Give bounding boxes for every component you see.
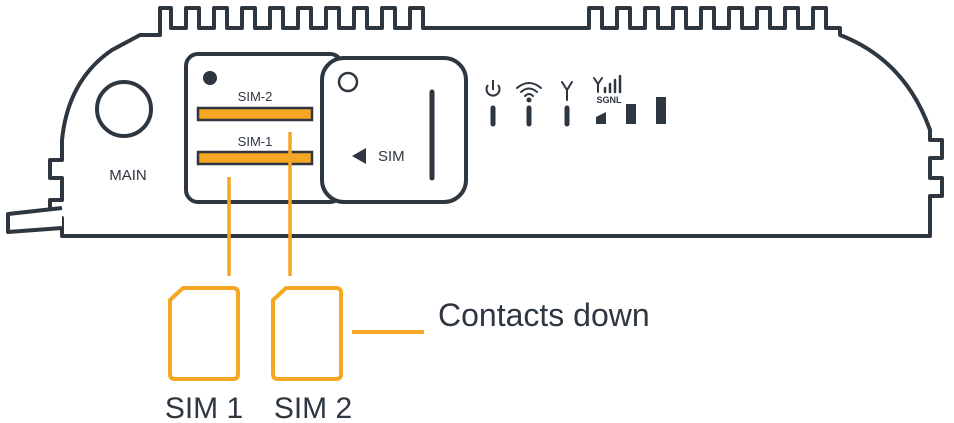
tray-eject-hole [337, 71, 359, 93]
signal-bars-icon [593, 74, 622, 94]
sim-slot-2 [196, 106, 314, 122]
wifi-icon [516, 82, 542, 103]
tray-label: SIM [378, 148, 405, 165]
router-body [48, 6, 944, 238]
signal-label: SGNL [596, 95, 622, 105]
sim-card-2-label: SIM 2 [274, 392, 352, 423]
cable [6, 206, 63, 234]
slot-bottom-label: SIM-1 [238, 134, 273, 149]
sim-slot-1 [196, 150, 314, 166]
contacts-note: Contacts down [438, 297, 650, 333]
power-icon [485, 80, 501, 97]
arrow-left-icon [352, 148, 366, 164]
led-dot [203, 71, 217, 85]
main-antenna-port [95, 80, 153, 138]
sim-card-2 [271, 286, 343, 381]
sim-card-1-label: SIM 1 [165, 392, 243, 423]
status-indicators [485, 74, 622, 127]
slot-top-label: SIM-2 [238, 89, 273, 104]
antenna-icon [561, 81, 573, 101]
signal-strength-bars [596, 97, 666, 124]
sim-card-1 [168, 286, 240, 381]
antenna-label: MAIN [109, 167, 147, 184]
